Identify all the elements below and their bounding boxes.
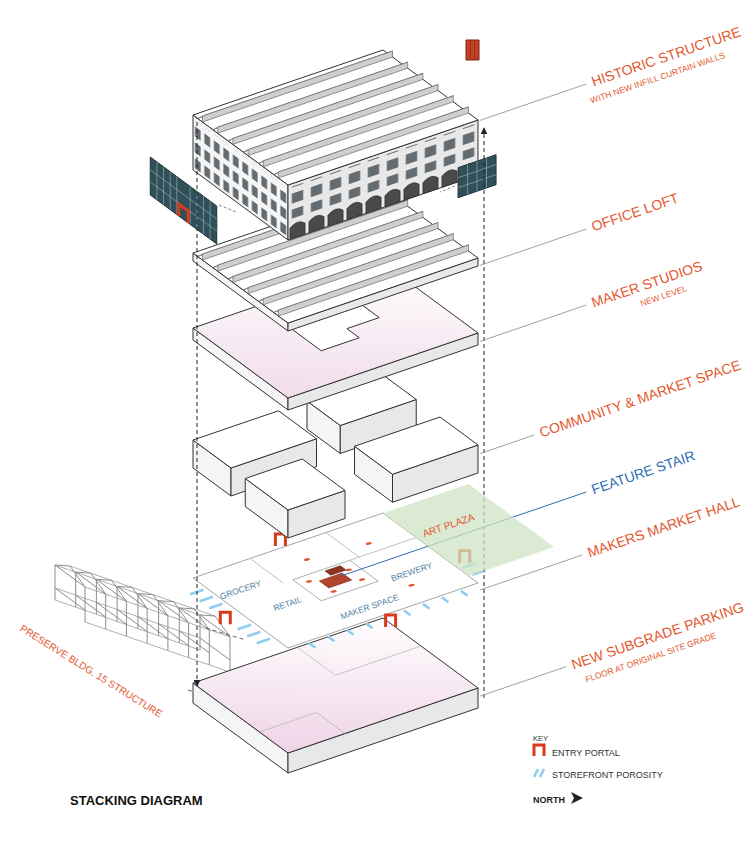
office-loft-slab bbox=[279, 245, 469, 316]
legend-entry: STOREFRONT POROSITY bbox=[552, 770, 663, 780]
steel-structure bbox=[55, 565, 230, 672]
parking-slab bbox=[193, 618, 478, 753]
north-label: NORTH bbox=[533, 795, 565, 805]
historic-building bbox=[279, 107, 469, 178]
steel-structure bbox=[117, 586, 147, 643]
callout-label: FEATURE STAIR bbox=[589, 447, 697, 497]
steel-structure bbox=[76, 572, 106, 629]
callout-label: FEATURE STAIR bbox=[589, 446, 698, 499]
community-blocks bbox=[245, 459, 345, 510]
ground-plan bbox=[408, 583, 416, 587]
room-label: GROCERY bbox=[216, 572, 262, 603]
room-label: GROCERY bbox=[219, 579, 263, 602]
legend-heading: KEY bbox=[533, 735, 548, 744]
steel-structure bbox=[55, 565, 230, 672]
curtain-wall-panel bbox=[466, 40, 479, 60]
community-blocks bbox=[355, 417, 479, 474]
historic-building bbox=[248, 85, 438, 156]
layer-label: NEW SUBGRADE PARKING bbox=[569, 599, 745, 673]
community-blocks bbox=[193, 411, 317, 468]
curtain-wall-panel bbox=[179, 204, 189, 223]
curtain-wall-panel bbox=[150, 40, 496, 244]
historic-building bbox=[248, 85, 438, 156]
historic-building bbox=[193, 50, 478, 185]
legend-symbol bbox=[534, 745, 544, 756]
diagram-title: STACKING DIAGRAM bbox=[70, 794, 203, 809]
legend-entry: ENTRY PORTAL bbox=[552, 748, 620, 758]
curtain-wall-panel bbox=[150, 157, 217, 244]
legend-symbol bbox=[571, 792, 583, 804]
callout-label: PRESERVE BLDG. 15 STRUCTURE bbox=[18, 623, 164, 720]
room-label: RETAIL bbox=[270, 589, 304, 616]
office-loft-slab bbox=[279, 245, 469, 316]
legend-entry: STOREFRONT POROSITY bbox=[552, 764, 663, 782]
plaza-area-shape bbox=[383, 484, 554, 576]
ground-plan bbox=[305, 580, 313, 584]
historic-building bbox=[193, 50, 478, 185]
historic-building bbox=[193, 50, 478, 240]
callout-label: PRESERVE BLDG. 15 STRUCTURE bbox=[17, 618, 167, 721]
layer-label: COMMUNITY & MARKET SPACE bbox=[537, 357, 742, 441]
office-loft-slab bbox=[248, 223, 438, 294]
community-blocks bbox=[193, 411, 317, 468]
ground-plan bbox=[303, 558, 311, 562]
curtain-wall-panel bbox=[458, 155, 496, 198]
steel-structure bbox=[179, 608, 209, 665]
steel-structure bbox=[96, 579, 126, 636]
room-label: BREWERY bbox=[390, 561, 434, 584]
diagram-title: STACKING DIAGRAM bbox=[70, 791, 203, 809]
office-loft-slab bbox=[263, 234, 453, 305]
plaza-area-shape bbox=[383, 484, 554, 576]
parking-slab bbox=[193, 618, 478, 753]
curtain-wall-panel bbox=[150, 157, 217, 244]
alignment-line bbox=[197, 118, 484, 698]
office-loft-slab bbox=[248, 223, 438, 294]
steel-structure bbox=[159, 601, 189, 658]
community-blocks bbox=[355, 417, 479, 474]
parking-slab bbox=[193, 618, 478, 773]
layer-label: COMMUNITY & MARKET SPACE bbox=[537, 356, 743, 442]
curtain-wall-panel bbox=[150, 157, 217, 244]
room-label: BREWERY bbox=[387, 555, 433, 586]
room-label: RETAIL bbox=[273, 595, 304, 614]
historic-building bbox=[263, 96, 453, 167]
ground-plan bbox=[325, 566, 346, 575]
room-label: MAKER SPACE bbox=[339, 593, 400, 622]
layer-label: MAKERS MARKET HALL bbox=[585, 493, 742, 560]
ground-plan bbox=[365, 542, 373, 546]
ground-plan bbox=[330, 590, 338, 594]
steel-structure bbox=[138, 594, 168, 651]
alignment-line bbox=[197, 118, 484, 698]
curtain-wall-panel bbox=[458, 155, 496, 198]
layer-label: OFFICE LOFT bbox=[589, 190, 680, 235]
leader-line bbox=[340, 84, 586, 696]
historic-building bbox=[263, 96, 453, 167]
layer-label: MAKERS MARKET HALL bbox=[585, 492, 742, 561]
historic-building bbox=[193, 50, 478, 185]
ground-plan bbox=[293, 560, 379, 601]
steel-structure bbox=[55, 565, 85, 622]
ground-plan bbox=[358, 578, 366, 582]
parking-slab bbox=[193, 618, 478, 753]
curtain-wall-panel bbox=[219, 186, 455, 212]
community-blocks bbox=[245, 459, 345, 510]
ground-plan bbox=[319, 573, 351, 588]
historic-building bbox=[279, 107, 469, 178]
plaza-area: ART PLAZA bbox=[383, 484, 554, 576]
leader-line bbox=[480, 84, 586, 696]
layer-label: NEW SUBGRADE PARKING bbox=[569, 598, 746, 674]
steel-structure bbox=[200, 615, 230, 672]
curtain-wall-panel bbox=[471, 40, 475, 60]
legend-symbol bbox=[534, 769, 544, 777]
legend-heading: KEY bbox=[533, 727, 548, 745]
north-label: NORTH bbox=[533, 789, 565, 807]
legend-entry: ENTRY PORTAL bbox=[552, 742, 620, 760]
layer-label: OFFICE LOFT bbox=[589, 189, 681, 236]
curtain-wall-panel bbox=[458, 155, 496, 198]
office-loft-slab bbox=[263, 234, 453, 305]
ground-plan bbox=[325, 566, 346, 575]
